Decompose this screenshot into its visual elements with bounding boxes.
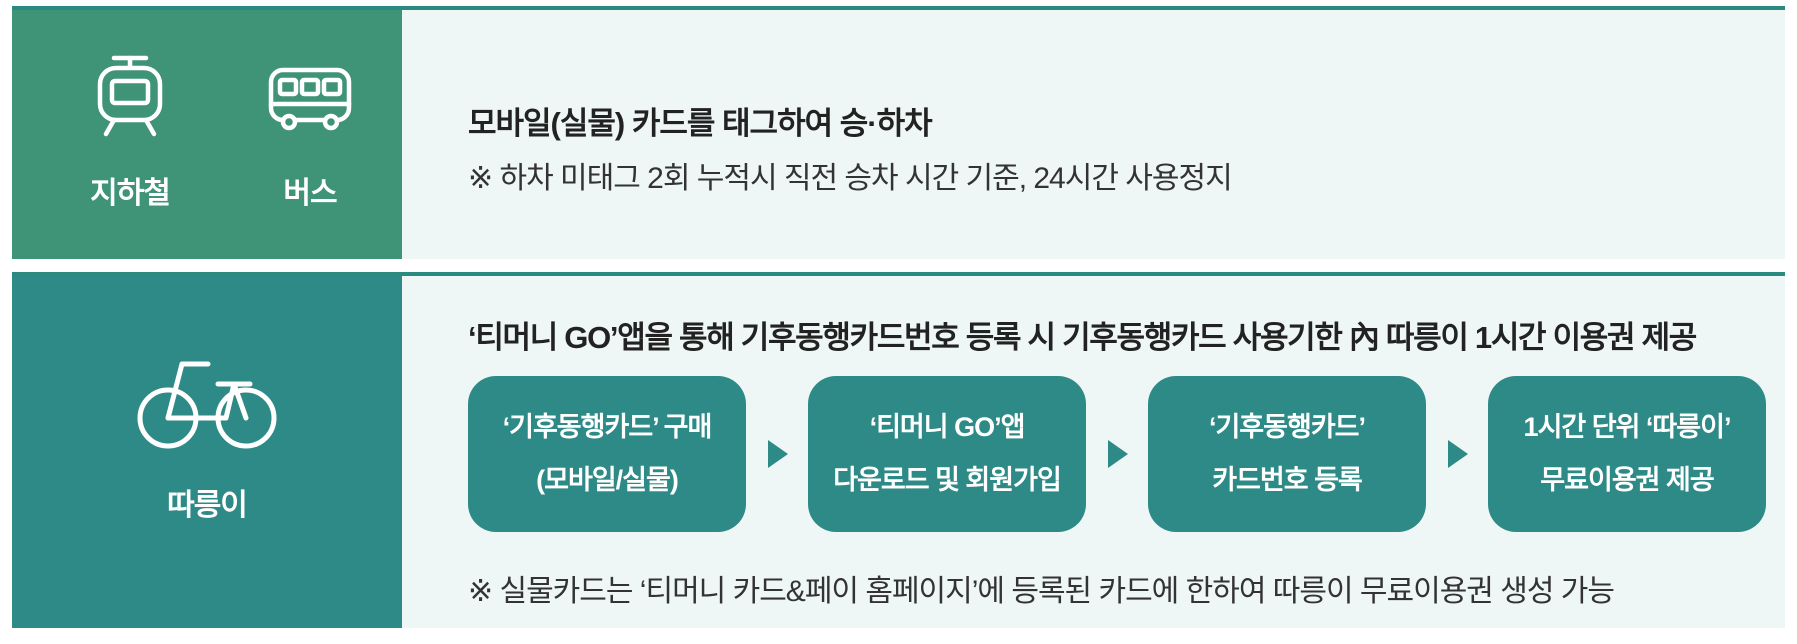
bike-mode: 따릉이	[136, 358, 278, 524]
step-line: 무료이용권 제공	[1540, 465, 1714, 495]
bike-content: ‘티머니 GO’앱을 통해 기후동행카드번호 등록 시 기후동행카드 사용기한 …	[402, 276, 1785, 628]
bicycle-icon	[137, 361, 277, 449]
step-arrow-icon	[1448, 440, 1468, 468]
bus-icon	[268, 67, 352, 131]
subway-label: 지하철	[90, 177, 171, 210]
step-free-pass: 1시간 단위 ‘따릉이’ 무료이용권 제공	[1488, 376, 1766, 532]
bike-note: ※ 실물카드는 ‘티머니 카드&페이 홈페이지’에 등록된 카드에 한하여 따릉…	[468, 575, 1615, 608]
bus-label: 버스	[283, 177, 337, 210]
step-line: (모바일/실물)	[536, 465, 679, 495]
step-line: 다운로드 및 회원가입	[833, 465, 1062, 495]
transit-mode-panel: 지하철 버스	[12, 10, 402, 259]
step-arrow-icon	[1108, 440, 1128, 468]
step-line: ‘기후동행카드’ 구매	[502, 412, 713, 442]
subway-icon	[97, 55, 163, 137]
step-line: ‘기후동행카드’	[1208, 412, 1366, 442]
bike-mode-panel: 따릉이	[12, 276, 402, 628]
step-line: 카드번호 등록	[1212, 465, 1363, 495]
step-arrow-icon	[768, 440, 788, 468]
transit-section: 지하철 버스 모바일(실물) 카드를 태그하여 승·하차 ※ 하차 미태그 2회…	[12, 6, 1785, 259]
step-line: ‘티머니 GO’앱	[869, 412, 1026, 442]
transit-note: ※ 하차 미태그 2회 누적시 직전 승차 시간 기준, 24시간 사용정지	[468, 162, 1233, 195]
transit-content: 모바일(실물) 카드를 태그하여 승·하차 ※ 하차 미태그 2회 누적시 직전…	[402, 10, 1785, 259]
transit-title: 모바일(실물) 카드를 태그하여 승·하차	[468, 106, 933, 141]
subway-mode: 지하철	[60, 54, 200, 212]
bike-section: 따릉이 ‘티머니 GO’앱을 통해 기후동행카드번호 등록 시 기후동행카드 사…	[12, 272, 1785, 628]
bike-title: ‘티머니 GO’앱을 통해 기후동행카드번호 등록 시 기후동행카드 사용기한 …	[468, 320, 1697, 355]
bike-label: 따릉이	[167, 489, 248, 522]
step-register-card: ‘기후동행카드’ 카드번호 등록	[1148, 376, 1426, 532]
step-download-app: ‘티머니 GO’앱 다운로드 및 회원가입	[808, 376, 1086, 532]
bus-mode: 버스	[240, 54, 380, 212]
step-purchase-card: ‘기후동행카드’ 구매 (모바일/실물)	[468, 376, 746, 532]
step-line: 1시간 단위 ‘따릉이’	[1523, 412, 1732, 442]
